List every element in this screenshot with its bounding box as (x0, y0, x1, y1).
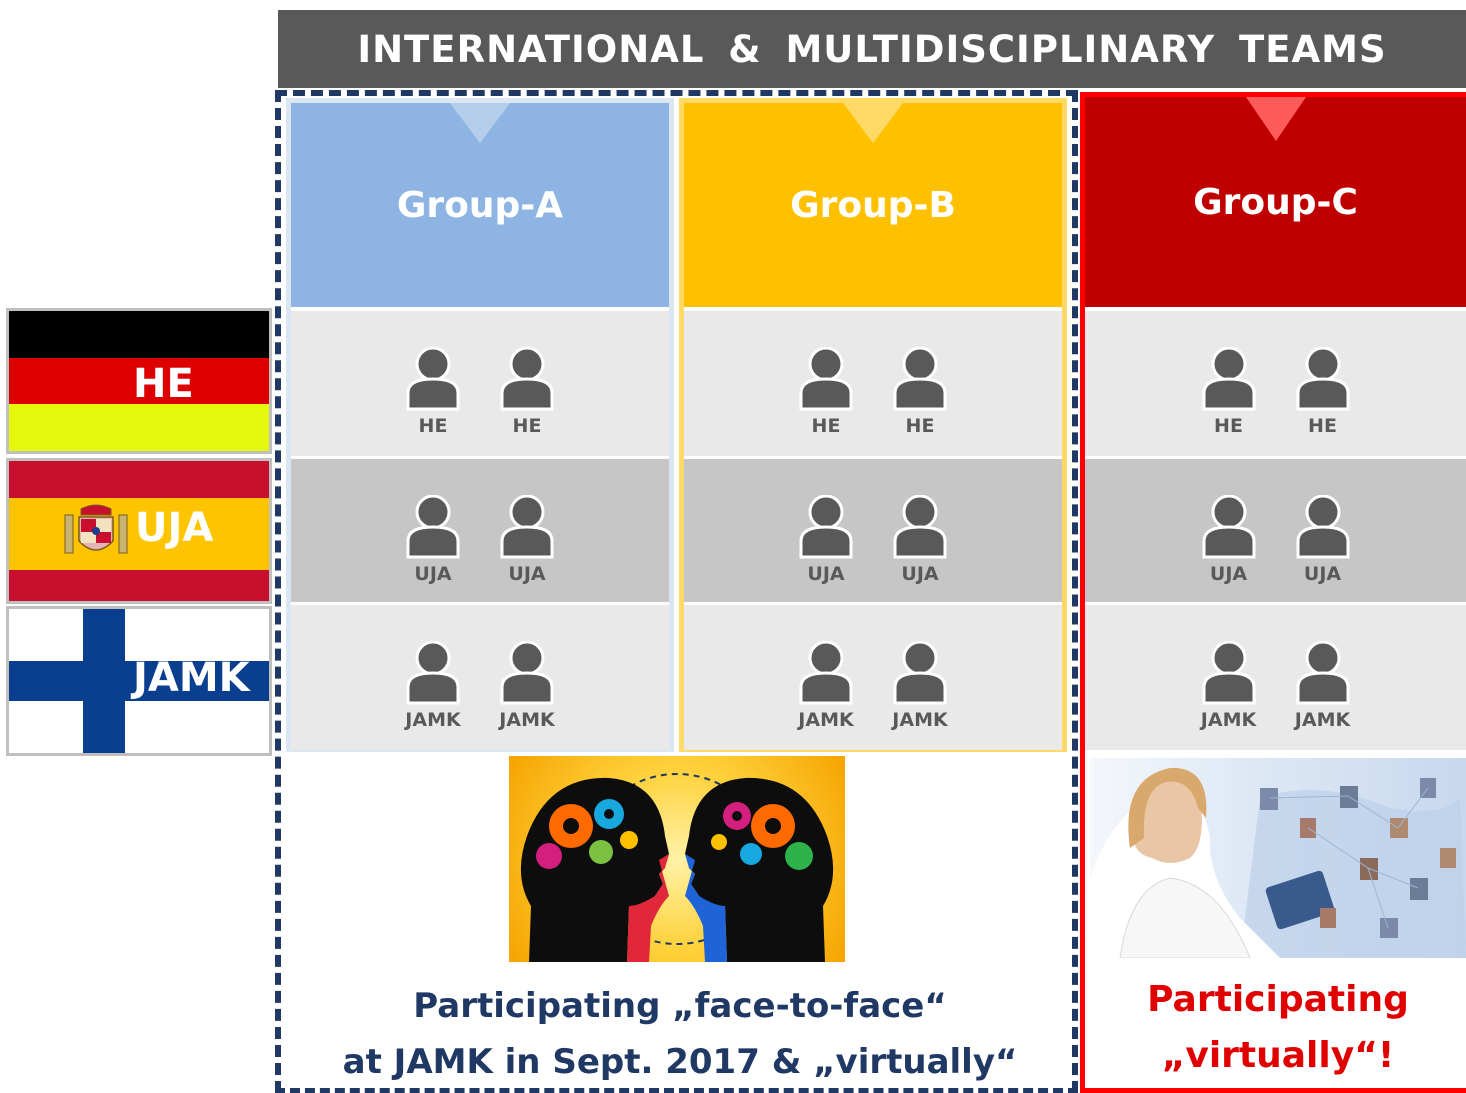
person-icon (893, 495, 947, 559)
person-icon (799, 641, 853, 705)
team-row-uja: UJA UJA (291, 459, 669, 602)
person-icon (1202, 641, 1255, 705)
flag-label-uja: UJA (135, 505, 214, 551)
member-label: UJA (807, 563, 845, 585)
header-notch (1245, 97, 1306, 141)
member-label: UJA (1303, 563, 1342, 585)
group-b-title: Group-B (790, 184, 956, 226)
spanish-flag: UJA (6, 458, 272, 604)
university-flags: HE UJA JAMK (6, 308, 272, 756)
member-card: JAMK (493, 605, 561, 750)
member-label: UJA (901, 563, 939, 585)
member-card: UJA (493, 459, 561, 602)
member-label: JAMK (499, 709, 555, 731)
header-notch (843, 103, 903, 143)
member-card: JAMK (886, 605, 954, 750)
virtual-caption-line2: „virtually“! (1161, 1035, 1395, 1076)
member-card: JAMK (1289, 605, 1357, 750)
member-card: HE (1289, 311, 1357, 456)
person-icon (1296, 347, 1349, 411)
team-row-uja: UJA UJA (1085, 459, 1466, 602)
flag-label-jamk: JAMK (133, 655, 250, 701)
heads-gears-icon (520, 773, 834, 962)
person-icon (1202, 495, 1255, 559)
group-c-header: Group-C (1085, 97, 1466, 307)
member-label: UJA (414, 563, 452, 585)
member-label: JAMK (892, 709, 948, 731)
finnish-flag: JAMK (6, 606, 272, 756)
german-flag: HE (6, 308, 272, 454)
member-label: UJA (508, 563, 546, 585)
face-to-face-caption-line2: at JAMK in Sept. 2017 & „virtually“ (342, 1042, 1018, 1082)
member-label: HE (418, 415, 448, 437)
member-label: JAMK (798, 709, 854, 731)
member-card: HE (399, 311, 467, 456)
member-card: JAMK (399, 605, 467, 750)
team-row-he: HE HE (291, 311, 669, 456)
person-icon (500, 347, 554, 411)
person-icon (406, 347, 460, 411)
person-icon (406, 495, 460, 559)
coat-of-arms-icon (64, 504, 128, 554)
team-row-he: HE HE (1085, 311, 1466, 456)
member-card: HE (1195, 311, 1263, 456)
member-label: UJA (1209, 563, 1248, 585)
member-label: HE (1214, 415, 1243, 437)
group-b-panel: Group-B HE HE UJA UJA JAMK JAMK (679, 98, 1067, 752)
member-label: JAMK (1294, 709, 1351, 731)
person-icon (406, 641, 460, 705)
member-card: UJA (1289, 459, 1357, 602)
face-to-face-caption: Participating „face-to-face“ at JAMK in … (290, 978, 1070, 1090)
member-label: HE (512, 415, 542, 437)
group-a-title: Group-A (396, 184, 564, 226)
member-card: HE (493, 311, 561, 456)
group-b-header: Group-B (684, 103, 1062, 307)
person-icon (500, 495, 554, 559)
woman-tablet-network-icon (1090, 767, 1466, 958)
person-icon (799, 347, 853, 411)
person-icon (893, 347, 947, 411)
virtual-caption: Participating „virtually“! (1090, 972, 1466, 1084)
member-label: JAMK (1200, 709, 1257, 731)
member-card: UJA (1195, 459, 1263, 602)
person-icon (500, 641, 554, 705)
person-icon (1296, 495, 1349, 559)
member-card: UJA (886, 459, 954, 602)
member-card: HE (886, 311, 954, 456)
group-c-title: Group-C (1193, 181, 1358, 223)
member-card: JAMK (792, 605, 860, 750)
person-icon (1202, 347, 1255, 411)
group-c-panel: Group-C HE HE UJA UJA JAMK JAMK (1080, 92, 1466, 1093)
member-label: HE (811, 415, 841, 437)
group-a-panel: Group-A HE HE UJA UJA JAMK JAMK (286, 98, 674, 752)
person-icon (1296, 641, 1349, 705)
face-to-face-frame (275, 90, 1078, 1093)
member-label: HE (905, 415, 935, 437)
team-row-jamk: JAMK JAMK (1085, 605, 1466, 750)
heads-with-gears-image (509, 756, 845, 962)
person-icon (893, 641, 947, 705)
face-to-face-caption-line1: Participating „face-to-face“ (413, 986, 947, 1026)
virtual-caption-line1: Participating (1147, 979, 1409, 1020)
member-card: HE (792, 311, 860, 456)
header-notch (450, 103, 510, 143)
team-row-he: HE HE (684, 311, 1062, 456)
member-label: JAMK (405, 709, 461, 731)
member-card: JAMK (1195, 605, 1263, 750)
flag-label-he: HE (133, 361, 194, 407)
team-row-jamk: JAMK JAMK (684, 605, 1062, 750)
member-card: UJA (792, 459, 860, 602)
team-row-jamk: JAMK JAMK (291, 605, 669, 750)
team-row-uja: UJA UJA (684, 459, 1062, 602)
group-a-header: Group-A (291, 103, 669, 307)
person-icon (799, 495, 853, 559)
virtual-network-image (1090, 758, 1466, 958)
member-label: HE (1308, 415, 1337, 437)
banner-title: INTERNATIONAL & MULTIDISCIPLINARY TEAMS (278, 10, 1466, 88)
member-card: UJA (399, 459, 467, 602)
